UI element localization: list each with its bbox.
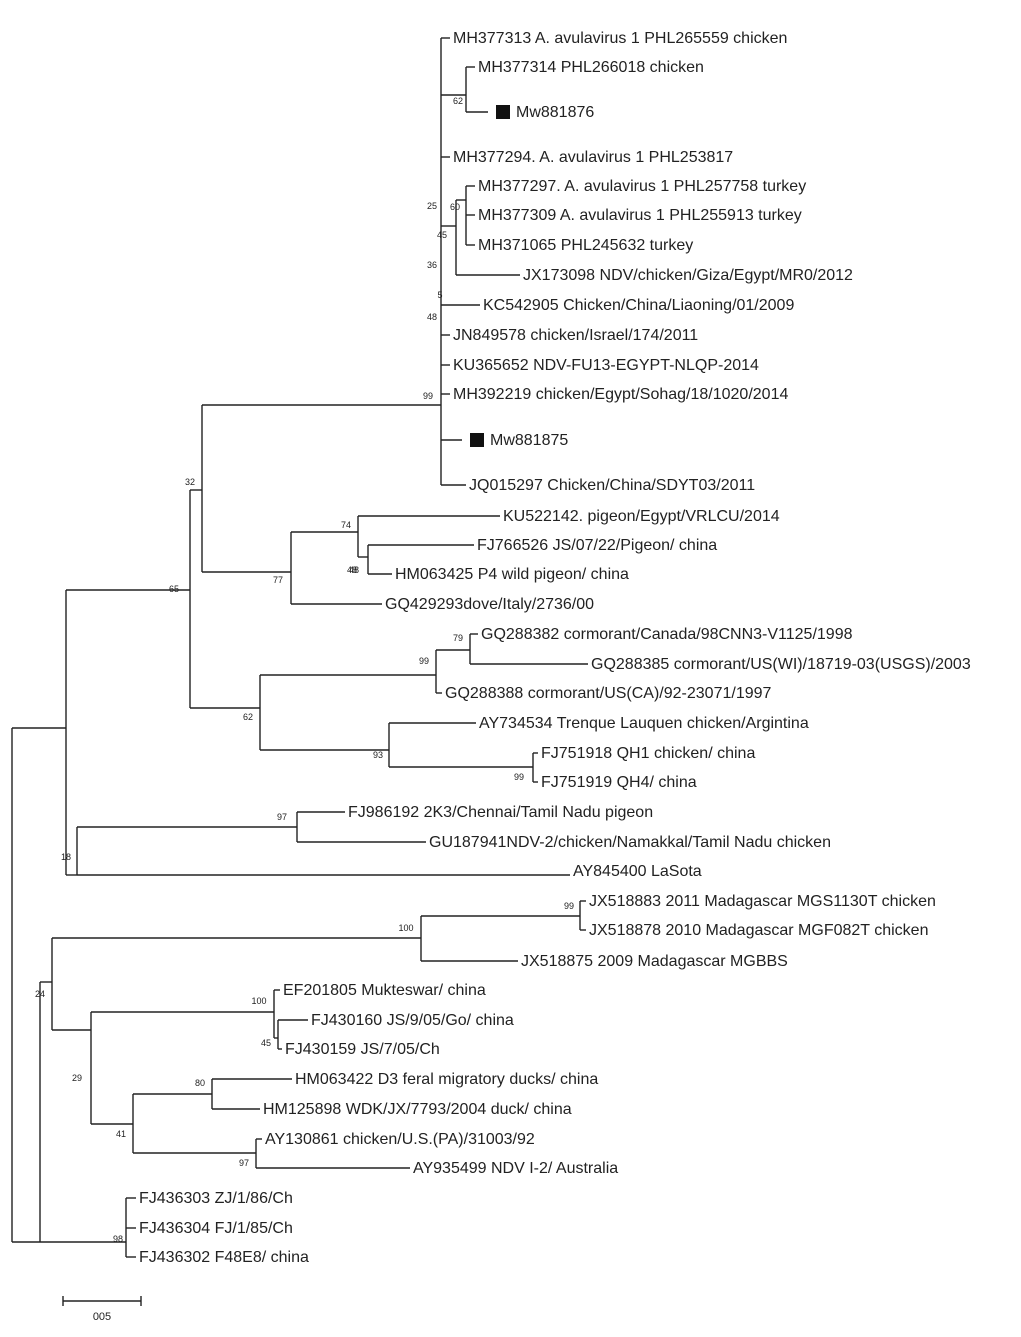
bootstrap-value: 41 — [116, 1129, 126, 1139]
bootstrap-value: 77 — [273, 575, 283, 585]
leaf-label: HM063422 D3 feral migratory ducks/ china — [295, 1071, 598, 1088]
bootstrap-value: 36 — [427, 260, 437, 270]
bootstrap-value: 79 — [453, 633, 463, 643]
bootstrap-value: 45 — [437, 230, 447, 240]
bootstrap-value: 97 — [277, 812, 287, 822]
bootstrap-value: 45 — [261, 1038, 271, 1048]
bootstrap-value: 18 — [61, 852, 71, 862]
branches — [11, 37, 588, 1258]
scale-bar-label: 005 — [93, 1311, 111, 1323]
leaf-label: KU365652 NDV-FU13-EGYPT-NLQP-2014 — [453, 357, 759, 374]
leaf-label: FJ436304 FJ/1/85/Ch — [139, 1220, 293, 1237]
square-marker-icon — [470, 433, 484, 447]
bootstrap-value: 99 — [419, 656, 429, 666]
bootstrap-value: 29 — [72, 1073, 82, 1083]
scale-bar: 005 — [62, 1296, 142, 1323]
leaf-label: FJ436303 ZJ/1/86/Ch — [139, 1190, 293, 1207]
leaf-label: FJ751918 QH1 chicken/ china — [541, 745, 755, 762]
bootstrap-value: 25 — [427, 201, 437, 211]
leaf-label: FJ986192 2K3/Chennai/Tamil Nadu pigeon — [348, 804, 653, 821]
leaf-labels: MH377313 A. avulavirus 1 PHL265559 chick… — [139, 30, 971, 1266]
leaf-label: Mw881876 — [516, 104, 594, 121]
leaf-label: FJ430159 JS/7/05/Ch — [285, 1041, 440, 1058]
bootstrap-value: 60 — [450, 202, 460, 212]
leaf-label: AY935499 NDV I-2/ Australia — [413, 1160, 618, 1177]
bootstrap-value: 100 — [251, 996, 266, 1006]
leaf-label: KC542905 Chicken/China/Liaoning/01/2009 — [483, 297, 794, 314]
bootstrap-value: 100 — [398, 923, 413, 933]
leaf-label: EF201805 Mukteswar/ china — [283, 982, 486, 999]
leaf-label: FJ430160 JS/9/05/Go/ china — [311, 1012, 514, 1029]
bootstrap-value: 24 — [35, 989, 45, 999]
leaf-label: Mw881875 — [490, 432, 568, 449]
leaf-label: HM125898 WDK/JX/7793/2004 duck/ china — [263, 1101, 572, 1118]
leaf-label: JX518878 2010 Madagascar MGF082T chicken — [589, 922, 928, 939]
leaf-label: FJ766526 JS/07/22/Pigeon/ china — [477, 537, 717, 554]
leaf-label: MH377309 A. avulavirus 1 PHL255913 turke… — [478, 207, 802, 224]
leaf-label: AY734534 Trenque Lauquen chicken/Arginti… — [479, 715, 809, 732]
bootstrap-value: 74 — [341, 520, 351, 530]
bootstrap-value: 32 — [185, 477, 195, 487]
bootstrap-value: 5 — [437, 290, 442, 300]
bootstrap-value: 98 — [113, 1234, 123, 1244]
leaf-label: KU522142. pigeon/Egypt/VRLCU/2014 — [503, 508, 780, 525]
leaf-label: JN849578 chicken/Israel/174/2011 — [453, 327, 698, 344]
leaf-label: JQ015297 Chicken/China/SDYT03/2011 — [469, 477, 755, 494]
leaf-label: FJ751919 QH4/ china — [541, 774, 697, 791]
leaf-label: HM063425 P4 wild pigeon/ china — [395, 566, 629, 583]
leaf-label: MH371065 PHL245632 turkey — [478, 237, 693, 254]
leaf-label: FJ436302 F48E8/ china — [139, 1249, 309, 1266]
bootstrap-value: 48 — [349, 565, 359, 575]
bootstrap-value: 93 — [373, 750, 383, 760]
bootstrap-value: 99 — [514, 772, 524, 782]
leaf-label: MH377314 PHL266018 chicken — [478, 59, 704, 76]
bootstrap-value: 80 — [195, 1078, 205, 1088]
bootstrap-value: 65 — [169, 584, 179, 594]
leaf-label: GU187941NDV-2/chicken/Namakkal/Tamil Nad… — [429, 834, 831, 851]
leaf-label: MH392219 chicken/Egypt/Sohag/18/1020/201… — [453, 386, 788, 403]
bootstrap-value: 62 — [243, 712, 253, 722]
leaf-label: AY845400 LaSota — [573, 863, 702, 880]
leaf-label: JX518883 2011 Madagascar MGS1130T chicke… — [589, 893, 936, 910]
leaf-label: GQ288382 cormorant/Canada/98CNN3-V1125/1… — [481, 626, 853, 643]
leaf-label: GQ429293dove/Italy/2736/00 — [385, 596, 594, 613]
leaf-label: MH377297. A. avulavirus 1 PHL257758 turk… — [478, 178, 806, 195]
leaf-label: JX518875 2009 Madagascar MGBBS — [521, 953, 788, 970]
bootstrap-value: 99 — [423, 391, 433, 401]
square-marker-icon — [496, 105, 510, 119]
bootstrap-value: 99 — [564, 901, 574, 911]
leaf-label: JX173098 NDV/chicken/Giza/Egypt/MR0/2012 — [523, 267, 853, 284]
bootstrap-value: 97 — [239, 1158, 249, 1168]
bootstrap-value: 62 — [453, 96, 463, 106]
leaf-label: GQ288388 cormorant/US(CA)/92-23071/1997 — [445, 685, 772, 702]
bootstrap-value: 48 — [347, 565, 357, 575]
leaf-label: MH377294. A. avulavirus 1 PHL253817 — [453, 149, 733, 166]
leaf-label: GQ288385 cormorant/US(WI)/18719-03(USGS)… — [591, 656, 971, 673]
leaf-label: AY130861 chicken/U.S.(PA)/31003/92 — [265, 1131, 535, 1148]
leaf-label: MH377313 A. avulavirus 1 PHL265559 chick… — [453, 30, 787, 47]
bootstrap-value: 48 — [427, 312, 437, 322]
